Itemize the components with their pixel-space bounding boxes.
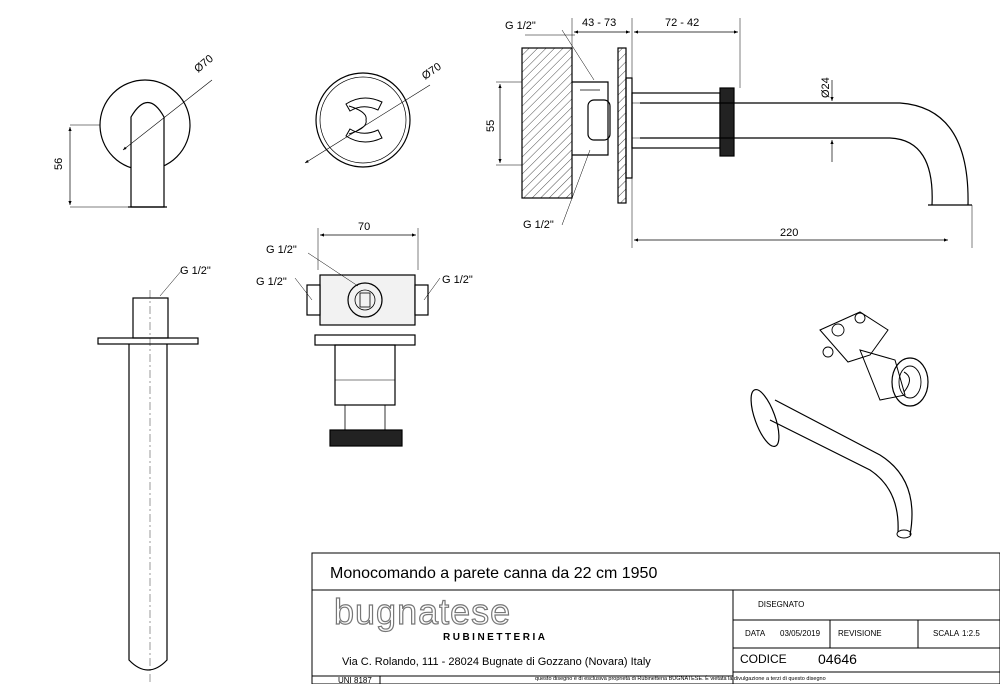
dim-depth-a: 43 - 73 (582, 17, 616, 29)
company-address: Via C. Rolando, 111 - 28024 Bugnate di G… (342, 656, 651, 668)
norm-label: UNI 8187 (338, 676, 372, 685)
thread-box-right: G 1/2" (442, 274, 473, 286)
dim-plate-diameter: Ø70 (420, 61, 444, 83)
brand-logo: bugnatese (333, 591, 512, 632)
isometric-view (750, 311, 929, 539)
date-label: DATA (745, 629, 766, 638)
side-view (496, 18, 973, 248)
date-value: 03/05/2019 (780, 629, 821, 638)
scale-label: SCALA (933, 629, 960, 638)
front-view (68, 79, 213, 208)
dim-depth-b: 72 - 42 (665, 17, 699, 29)
thread-spout-top: G 1/2" (180, 265, 211, 277)
drawing-title: Monocomando a parete canna da 22 cm 1950 (330, 565, 658, 582)
code-label: CODICE (740, 652, 787, 666)
brand-subtitle: RUBINETTERIA (443, 632, 548, 643)
dim-box-width: 70 (358, 221, 370, 233)
thread-box-top: G 1/2" (266, 244, 297, 256)
designed-label: DISEGNATO (758, 600, 805, 609)
dim-body-height: 55 (485, 120, 497, 132)
spout-view (97, 269, 199, 684)
thread-side-bottom: G 1/2" (523, 219, 554, 231)
scale-value: 1:2.5 (962, 629, 980, 638)
code-value: 04646 (818, 651, 857, 667)
dim-spout-length: 220 (780, 227, 798, 239)
revision-label: REVISIONE (838, 629, 882, 638)
legal-notice: questo disegno è di esclusiva proprietà … (535, 676, 826, 682)
thread-side-top: G 1/2" (505, 20, 536, 32)
mounting-box-view (294, 228, 441, 447)
thread-box-left: G 1/2" (256, 276, 287, 288)
plate-view (304, 72, 431, 168)
dim-front-height: 56 (53, 158, 65, 170)
title-block (311, 552, 1000, 684)
dim-front-diameter: Ø70 (192, 53, 216, 76)
dim-spout-diameter: Ø24 (820, 77, 832, 98)
